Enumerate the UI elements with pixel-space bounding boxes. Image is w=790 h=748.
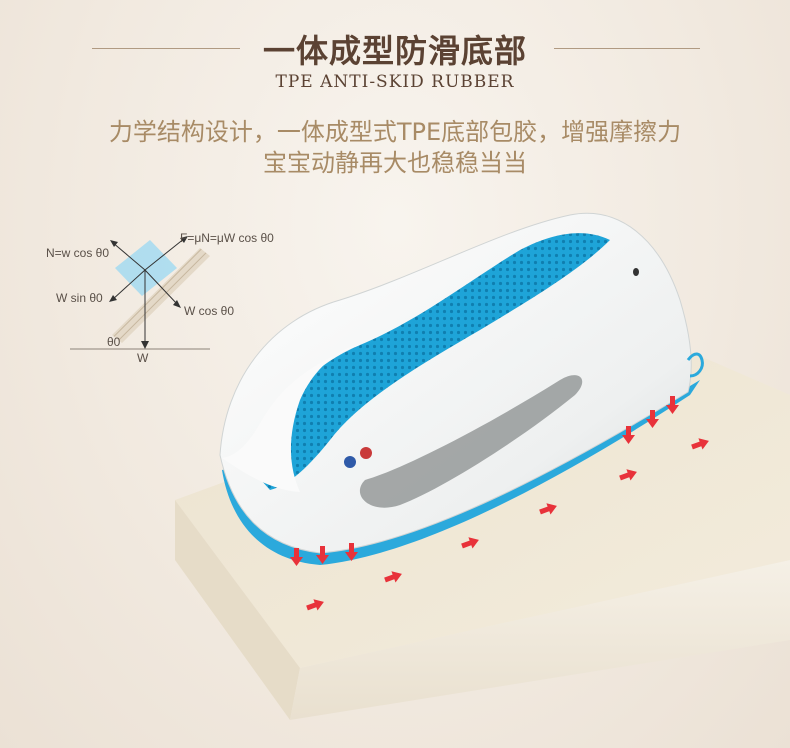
right-arrow (384, 571, 402, 583)
down-arrow (666, 396, 679, 414)
friction-force-label: F=μN=μW cos θ0 (180, 231, 274, 245)
seat-side-cutout (359, 375, 583, 508)
angle-label: θ0 (107, 335, 121, 349)
w-cos-label: W cos θ0 (184, 304, 234, 318)
down-arrow (316, 546, 329, 564)
friction-arrow (144, 237, 186, 271)
seat-mesh (252, 233, 610, 491)
down-arrow (622, 426, 635, 444)
friction-arrowhead (180, 236, 188, 243)
down-arrow (290, 548, 303, 566)
block (115, 240, 177, 296)
right-arrow (619, 469, 637, 481)
down-arrow (345, 543, 358, 561)
normal-force-label: N=w cos θ0 (46, 246, 109, 260)
weight-label: W (137, 351, 149, 365)
right-arrow (691, 438, 709, 450)
right-arrow (306, 599, 324, 611)
description-line-1: 力学结构设计，一体成型式TPE底部包胶，增强摩擦力 (108, 118, 682, 146)
drain-hole (633, 268, 639, 276)
normal-arrow (111, 241, 146, 271)
badge-icon (344, 456, 356, 468)
w-sin-arrow (111, 269, 146, 301)
inclined-plane (112, 248, 210, 343)
right-arrow (539, 503, 557, 515)
seat-rubber-base (222, 380, 700, 565)
friction-arrows (306, 438, 709, 611)
weight-arrowhead (141, 341, 149, 349)
platform-side (175, 500, 300, 720)
down-arrow (646, 410, 659, 428)
hang-loop (686, 352, 704, 378)
seat-shell (219, 212, 692, 554)
badge-icon-2 (360, 447, 372, 459)
page-subtitle: TPE ANTI-SKID RUBBER (275, 72, 515, 92)
pressure-arrows (290, 396, 679, 566)
normal-arrowhead (110, 240, 118, 247)
w-cos-arrowhead (173, 300, 181, 308)
title-divider-right (554, 48, 700, 49)
title-divider-left (92, 48, 240, 49)
page-title: 一体成型防滑底部 (262, 32, 527, 70)
seat-front-flap (222, 345, 360, 492)
w-sin-arrowhead (109, 295, 117, 302)
right-arrow (461, 537, 479, 549)
description-line-2: 宝宝动静再大也稳稳当当 (263, 149, 527, 177)
w-sin-label: W sin θ0 (56, 291, 103, 305)
w-cos-arrow (144, 269, 179, 306)
platform-front (290, 560, 790, 720)
header: 一体成型防滑底部 (0, 26, 790, 72)
